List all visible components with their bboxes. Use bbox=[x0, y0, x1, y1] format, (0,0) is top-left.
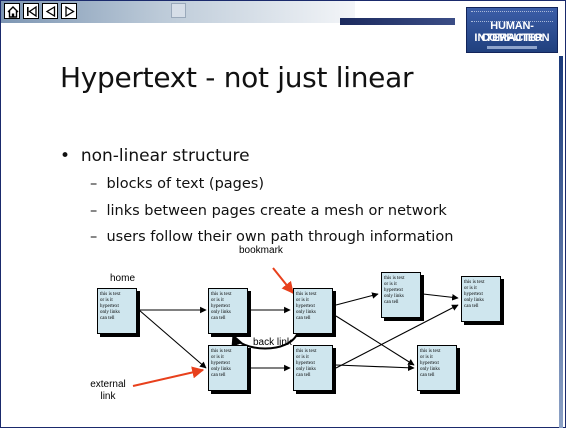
home-button[interactable] bbox=[4, 3, 20, 19]
bullet-text: non-linear structure bbox=[80, 146, 250, 166]
book-cover-logo: HUMAN-COMPUTER INTERACTION bbox=[466, 7, 558, 53]
banner-ghost-icon bbox=[171, 3, 186, 18]
dash-marker: – bbox=[90, 229, 107, 245]
link-arrow bbox=[335, 304, 459, 369]
home-icon bbox=[7, 6, 19, 18]
next-slide-button[interactable] bbox=[61, 3, 77, 19]
link-arrow bbox=[335, 364, 415, 372]
link-arrow bbox=[335, 315, 415, 366]
external-link-label-line2: link bbox=[100, 391, 116, 402]
logo-edition-strip bbox=[487, 46, 537, 49]
external-link-label-line1: external bbox=[90, 379, 126, 390]
external-link-label: external link bbox=[84, 379, 132, 403]
bullet-item: • non-linear structure bbox=[60, 146, 250, 166]
banner-accent-strip bbox=[340, 18, 455, 25]
dash-marker: – bbox=[90, 203, 107, 219]
back-link-label: back link bbox=[253, 337, 292, 348]
sub-item: – links between pages create a mesh or n… bbox=[90, 203, 447, 219]
dash-marker: – bbox=[90, 176, 107, 192]
link-arrow bbox=[335, 292, 379, 306]
link-arrow bbox=[138, 309, 207, 369]
slide-title: Hypertext - not just linear bbox=[60, 61, 414, 94]
sub-item-text: users follow their own path through info… bbox=[106, 229, 454, 245]
previous-slide-button[interactable] bbox=[42, 3, 58, 19]
bullet-dot: • bbox=[60, 146, 81, 166]
external-link-arrow bbox=[132, 366, 205, 387]
next-slide-icon bbox=[65, 5, 75, 18]
link-arrow bbox=[422, 293, 459, 301]
sub-item: – blocks of text (pages) bbox=[90, 176, 264, 192]
sub-item-text: links between pages create a mesh or net… bbox=[106, 203, 447, 219]
previous-slide-icon bbox=[45, 5, 56, 18]
sub-item-text: blocks of text (pages) bbox=[106, 176, 265, 192]
bookmark-label: bookmark bbox=[239, 245, 283, 256]
back-link-arrow bbox=[231, 331, 299, 350]
bookmark-arrow bbox=[272, 267, 294, 294]
logo-title-line1: HUMAN-COMPUTER bbox=[481, 20, 543, 44]
home-label: home bbox=[110, 273, 136, 284]
sub-item: – users follow their own path through in… bbox=[90, 229, 453, 245]
logo-author-strip bbox=[471, 11, 553, 22]
first-slide-button[interactable] bbox=[23, 3, 39, 19]
first-slide-icon bbox=[27, 5, 37, 18]
right-edge-bar bbox=[559, 56, 563, 428]
logo-title-line2: INTERACTION bbox=[474, 32, 550, 44]
